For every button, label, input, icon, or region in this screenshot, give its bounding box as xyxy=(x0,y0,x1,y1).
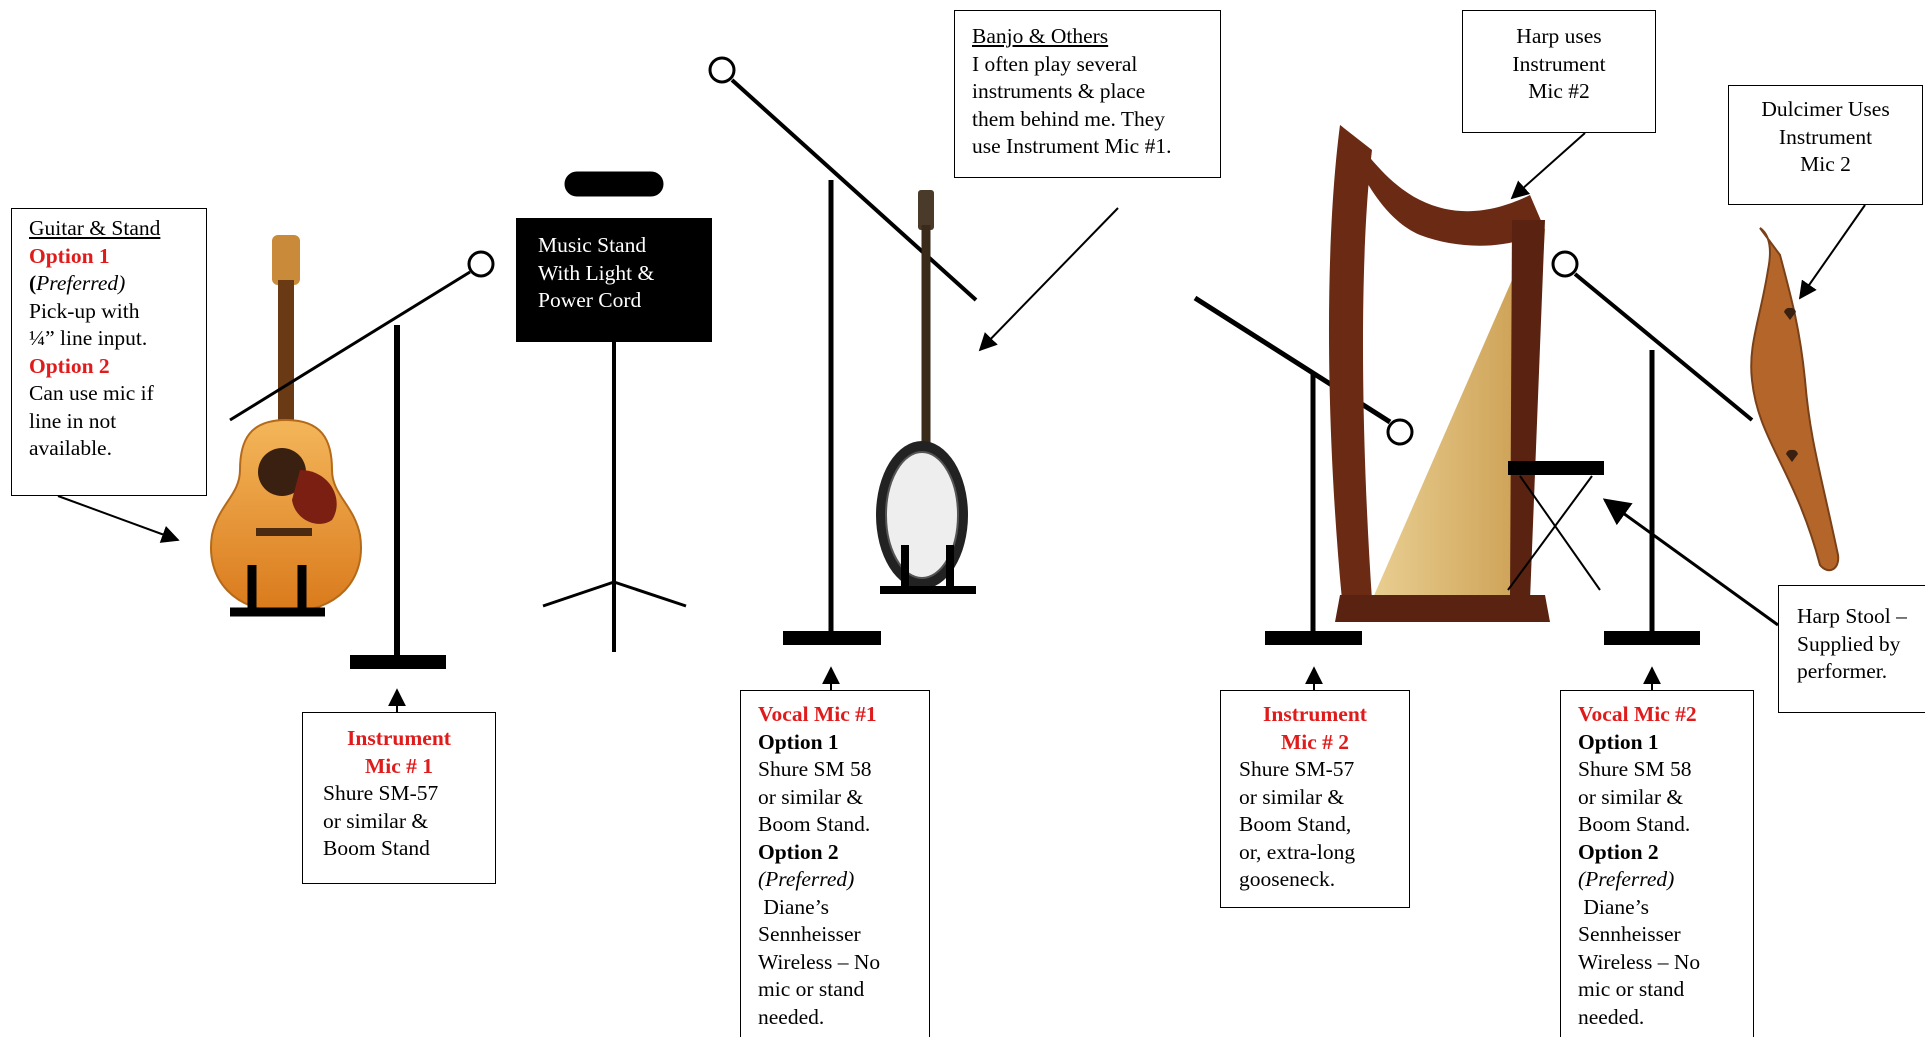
dulcimer-line-3: Mic 2 xyxy=(1800,152,1851,176)
vocal-mic-1-o1-line-1: Shure SM 58 xyxy=(758,757,872,781)
harp-stool-line-2: Supplied by xyxy=(1797,631,1901,656)
vocal-mic-2-title: Vocal Mic #2 xyxy=(1578,702,1697,726)
guitar-option-1-paren: ( xyxy=(29,271,37,295)
banjo-stand xyxy=(880,545,976,594)
banjo-line-4: use Instrument Mic #1. xyxy=(972,134,1172,158)
guitar-image xyxy=(210,235,362,614)
vocal-mic-2-callout: Vocal Mic #2 Option 1 Shure SM 58 or sim… xyxy=(1560,690,1754,1037)
dulcimer-image xyxy=(1750,227,1840,572)
harp-callout: Harp uses Instrument Mic #2 xyxy=(1462,10,1656,133)
harp-stool xyxy=(1507,461,1604,591)
guitar-option-2-text-3: available. xyxy=(29,436,112,460)
instrument-mic-2-line-5: gooseneck. xyxy=(1239,867,1336,891)
harp-line-2: Instrument xyxy=(1512,51,1606,76)
vocal-mic-1-o2-line-2: Sennheisser xyxy=(758,922,861,946)
dulcimer-line-1: Dulcimer Uses xyxy=(1761,97,1890,121)
vocal-mic-2-o1-line-2: or similar & xyxy=(1578,784,1684,809)
instrument-mic-2-title-2: Mic # 2 xyxy=(1280,729,1350,754)
banjo-line-1: I often play several xyxy=(972,51,1138,76)
vocal-mic-2-option-1: Option 1 xyxy=(1578,729,1659,754)
guitar-option-2-text-1: Can use mic if xyxy=(29,381,154,405)
guitar-option-1-note: Preferred) xyxy=(36,271,126,295)
instrument-mic-1-stand xyxy=(229,250,495,669)
vocal-mic-1-o2-line-1: Diane’s xyxy=(758,894,830,919)
guitar-option-2-label: Option 2 xyxy=(29,353,110,378)
harp-stool-callout: Harp Stool – Supplied by performer. xyxy=(1778,585,1925,713)
harp-image xyxy=(1328,125,1550,622)
guitar-callout: Guitar & Stand Option 1 (Preferred) Pick… xyxy=(11,208,207,496)
harp-stool-line-3: performer. xyxy=(1797,659,1888,683)
instrument-mic-1-line-3: Boom Stand xyxy=(323,836,430,860)
instrument-mic-2-callout: Instrument Mic # 2 Shure SM-57 or simila… xyxy=(1220,690,1410,908)
music-stand-line-3: Power Cord xyxy=(538,288,642,312)
guitar-stand xyxy=(230,565,325,617)
vocal-mic-1-option-1: Option 1 xyxy=(758,729,839,754)
guitar-callout-title: Guitar & Stand xyxy=(29,216,161,240)
vocal-mic-2-o2-line-3: Wireless – No xyxy=(1578,949,1701,974)
instrument-mic-1-line-2: or similar & xyxy=(323,808,429,833)
banjo-image xyxy=(876,190,968,589)
instrument-mic-1-title-2: Mic # 1 xyxy=(364,753,434,778)
music-stand-label: Music Stand With Light & Power Cord xyxy=(516,218,712,342)
instrument-mic-2-line-4: or, extra-long xyxy=(1239,839,1356,864)
guitar-option-1-text-1: Pick-up with xyxy=(29,298,140,323)
vocal-mic-1-stand xyxy=(708,56,978,645)
vocal-mic-2-o2-line-1: Diane’s xyxy=(1578,894,1650,919)
vocal-mic-2-o2-line-2: Sennheisser xyxy=(1578,922,1681,946)
vocal-mic-1-o2-note: (Preferred) xyxy=(758,867,855,891)
guitar-option-2-text-2: line in not xyxy=(29,408,117,433)
vocal-mic-1-o1-line-2: or similar & xyxy=(758,784,864,809)
vocal-mic-1-callout: Vocal Mic #1 Option 1 Shure SM 58 or sim… xyxy=(740,690,930,1037)
vocal-mic-2-o2-line-4: mic or stand xyxy=(1578,977,1685,1001)
harp-line-3: Mic #2 xyxy=(1528,79,1590,103)
instrument-mic-1-line-1: Shure SM-57 xyxy=(323,781,439,805)
harp-stool-line-1: Harp Stool – xyxy=(1797,604,1907,628)
banjo-line-2: instruments & place xyxy=(972,79,1146,103)
vocal-mic-1-o2-line-3: Wireless – No xyxy=(758,949,881,974)
vocal-mic-2-o2-note: (Preferred) xyxy=(1578,867,1675,891)
banjo-line-3: them behind me. They xyxy=(972,106,1166,131)
dulcimer-line-2: Instrument xyxy=(1778,124,1873,149)
callout-arrows xyxy=(57,132,1866,712)
vocal-mic-2-o2-line-5: needed. xyxy=(1578,1004,1645,1029)
banjo-callout-title: Banjo & Others xyxy=(972,24,1109,48)
vocal-mic-2-option-2: Option 2 xyxy=(1578,839,1659,864)
instrument-mic-2-line-3: Boom Stand, xyxy=(1239,812,1352,836)
guitar-option-1-text-2: ¼” line input. xyxy=(29,326,148,350)
vocal-mic-2-o1-line-3: Boom Stand. xyxy=(1578,812,1691,836)
music-stand xyxy=(542,171,687,652)
instrument-mic-1-title-1: Instrument xyxy=(347,726,451,750)
guitar-option-1-label: Option 1 xyxy=(29,243,110,268)
dulcimer-callout: Dulcimer Uses Instrument Mic 2 xyxy=(1728,85,1923,205)
vocal-mic-1-o2-line-5: needed. xyxy=(758,1004,825,1029)
vocal-mic-1-title: Vocal Mic #1 xyxy=(758,702,877,726)
instrument-mic-2-line-2: or similar & xyxy=(1239,784,1345,809)
vocal-mic-1-option-2: Option 2 xyxy=(758,839,839,864)
banjo-callout: Banjo & Others I often play several inst… xyxy=(954,10,1221,178)
instrument-mic-2-line-1: Shure SM-57 xyxy=(1239,757,1355,781)
vocal-mic-1-o1-line-3: Boom Stand. xyxy=(758,812,871,836)
harp-line-1: Harp uses xyxy=(1516,24,1602,48)
music-stand-line-1: Music Stand xyxy=(538,233,647,257)
instrument-mic-2-title-1: Instrument xyxy=(1263,702,1367,726)
vocal-mic-1-o2-line-4: mic or stand xyxy=(758,977,865,1001)
music-stand-line-2: With Light & xyxy=(538,260,655,285)
instrument-mic-1-callout: Instrument Mic # 1 Shure SM-57 or simila… xyxy=(302,712,496,884)
vocal-mic-2-stand xyxy=(1551,250,1754,645)
vocal-mic-2-o1-line-1: Shure SM 58 xyxy=(1578,757,1692,781)
